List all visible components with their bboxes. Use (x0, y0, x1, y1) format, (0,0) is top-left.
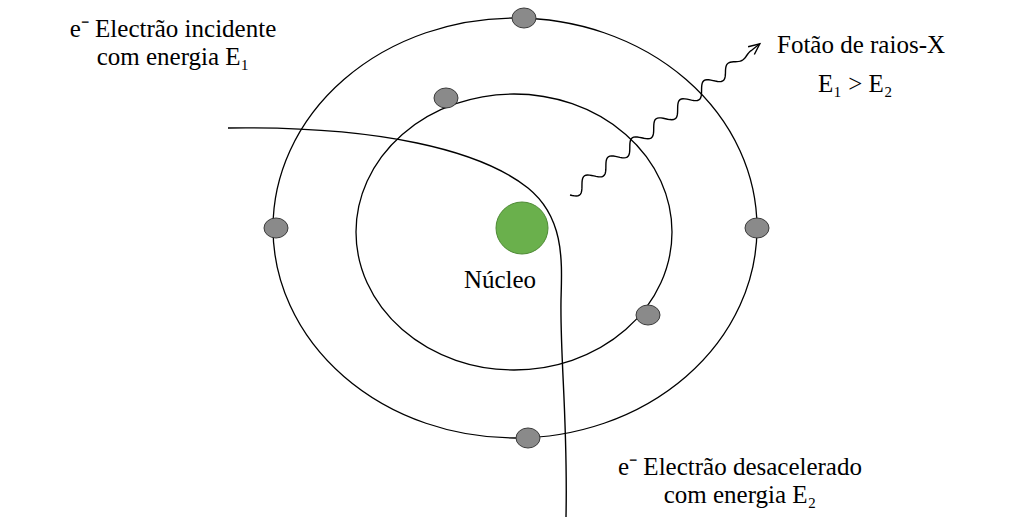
electron (636, 305, 660, 325)
nucleus (496, 202, 548, 254)
electron (434, 88, 458, 108)
electron (745, 218, 769, 238)
decelerated-electron-label-text: e⁻ Electrão desacelerado com energia E₂ (601, 453, 879, 508)
energy-relation-text: E₁ > E₂ (818, 70, 893, 98)
electron (264, 218, 288, 238)
outer-shell (273, 18, 757, 438)
electron (516, 428, 540, 448)
photon-label-text: Fotão de raios-X (777, 31, 945, 59)
incident-electron-label: e⁻ Electrão incidente com energia E₁ (54, 15, 292, 70)
electron-trajectory (228, 128, 566, 517)
incident-electron-label-text: e⁻ Electrão incidente com energia E₁ (54, 15, 292, 70)
photon-wave (570, 44, 760, 196)
decelerated-electron-label: e⁻ Electrão desacelerado com energia E₂ (601, 453, 879, 508)
photon-arrowhead (748, 44, 760, 55)
shell-electrons (264, 8, 769, 448)
nucleus-label: Núcleo (464, 266, 536, 294)
inner-shell (356, 94, 672, 370)
nucleus-label-text: Núcleo (464, 266, 536, 294)
energy-relation: E₁ > E₂ (818, 70, 893, 98)
photon-label: Fotão de raios-X (777, 31, 945, 59)
electron (512, 8, 536, 28)
